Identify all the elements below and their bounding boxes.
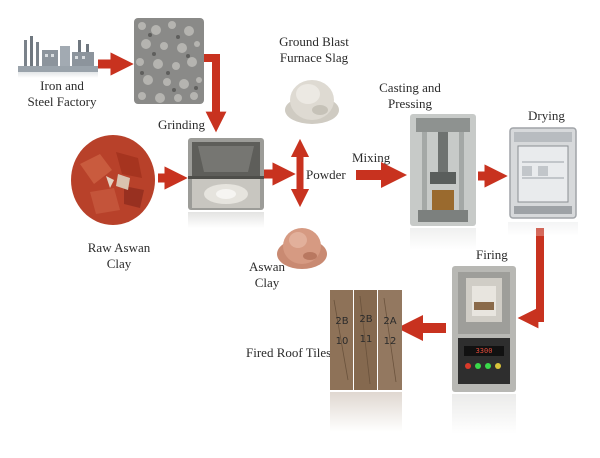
label-powder: Powder	[306, 167, 346, 182]
firing-kiln-icon: 3300	[452, 266, 516, 392]
tiles-reflection	[330, 392, 402, 432]
drying-oven-icon	[508, 126, 578, 220]
label-grinding: Grinding	[158, 117, 205, 132]
tile-mark-4: 10	[335, 336, 349, 347]
label-ground-blast-furnace-slag: Ground Blast Furnace Slag	[266, 34, 362, 66]
kiln-reflection	[452, 394, 516, 434]
label-aswan-clay-line1: Aswan	[248, 259, 286, 274]
label-mixing: Mixing	[352, 150, 391, 165]
tile-mark-1: 2B	[335, 316, 349, 327]
arrow-gravel-to-grinder	[200, 54, 227, 133]
label-slag-line2: Furnace Slag	[279, 50, 349, 65]
label-casting-pressing: Casting and Pressing	[360, 80, 460, 112]
grinding-machine-icon	[188, 138, 264, 210]
roof-tiles-icon: 2B 2B 2A 10 11 12	[330, 290, 402, 390]
label-raw-clay-line1: Raw Aswan	[87, 240, 151, 255]
label-slag-line1: Ground Blast	[279, 34, 349, 49]
tile-mark-5: 11	[359, 334, 373, 345]
label-aswan-clay: Aswan Clay	[242, 259, 292, 291]
tile-mark-3: 2A	[383, 316, 397, 327]
arrow-oven-to-kiln	[517, 228, 544, 329]
label-drying: Drying	[528, 108, 565, 123]
factory-reflection	[18, 72, 98, 78]
tile-mark-2: 2B	[359, 314, 373, 325]
label-iron-line2: Steel Factory	[27, 94, 97, 109]
label-iron-steel-factory: Iron and Steel Factory	[20, 78, 104, 110]
factory-icon	[18, 34, 98, 72]
label-aswan-clay-line2: Clay	[254, 275, 280, 290]
slag-powder-icon	[284, 70, 340, 126]
clay-rock-icon	[70, 134, 156, 226]
label-iron-line1: Iron and	[40, 78, 84, 93]
label-raw-clay-line2: Clay	[106, 256, 132, 271]
label-casting-line1: Casting and	[379, 80, 441, 95]
tile-mark-6: 12	[383, 336, 397, 347]
gravel-pile-icon	[134, 18, 204, 104]
label-raw-aswan-clay: Raw Aswan Clay	[74, 240, 164, 272]
clay-powder-icon	[276, 220, 328, 270]
casting-press-icon	[410, 114, 476, 226]
oven-reflection	[508, 222, 578, 236]
label-fired-roof-tiles: Fired Roof Tiles	[246, 345, 332, 360]
kiln-display-readout: 3300	[475, 347, 493, 355]
grinder-reflection	[188, 212, 264, 228]
label-firing: Firing	[476, 247, 508, 262]
label-casting-line2: Pressing	[387, 96, 433, 111]
press-reflection	[410, 228, 476, 250]
